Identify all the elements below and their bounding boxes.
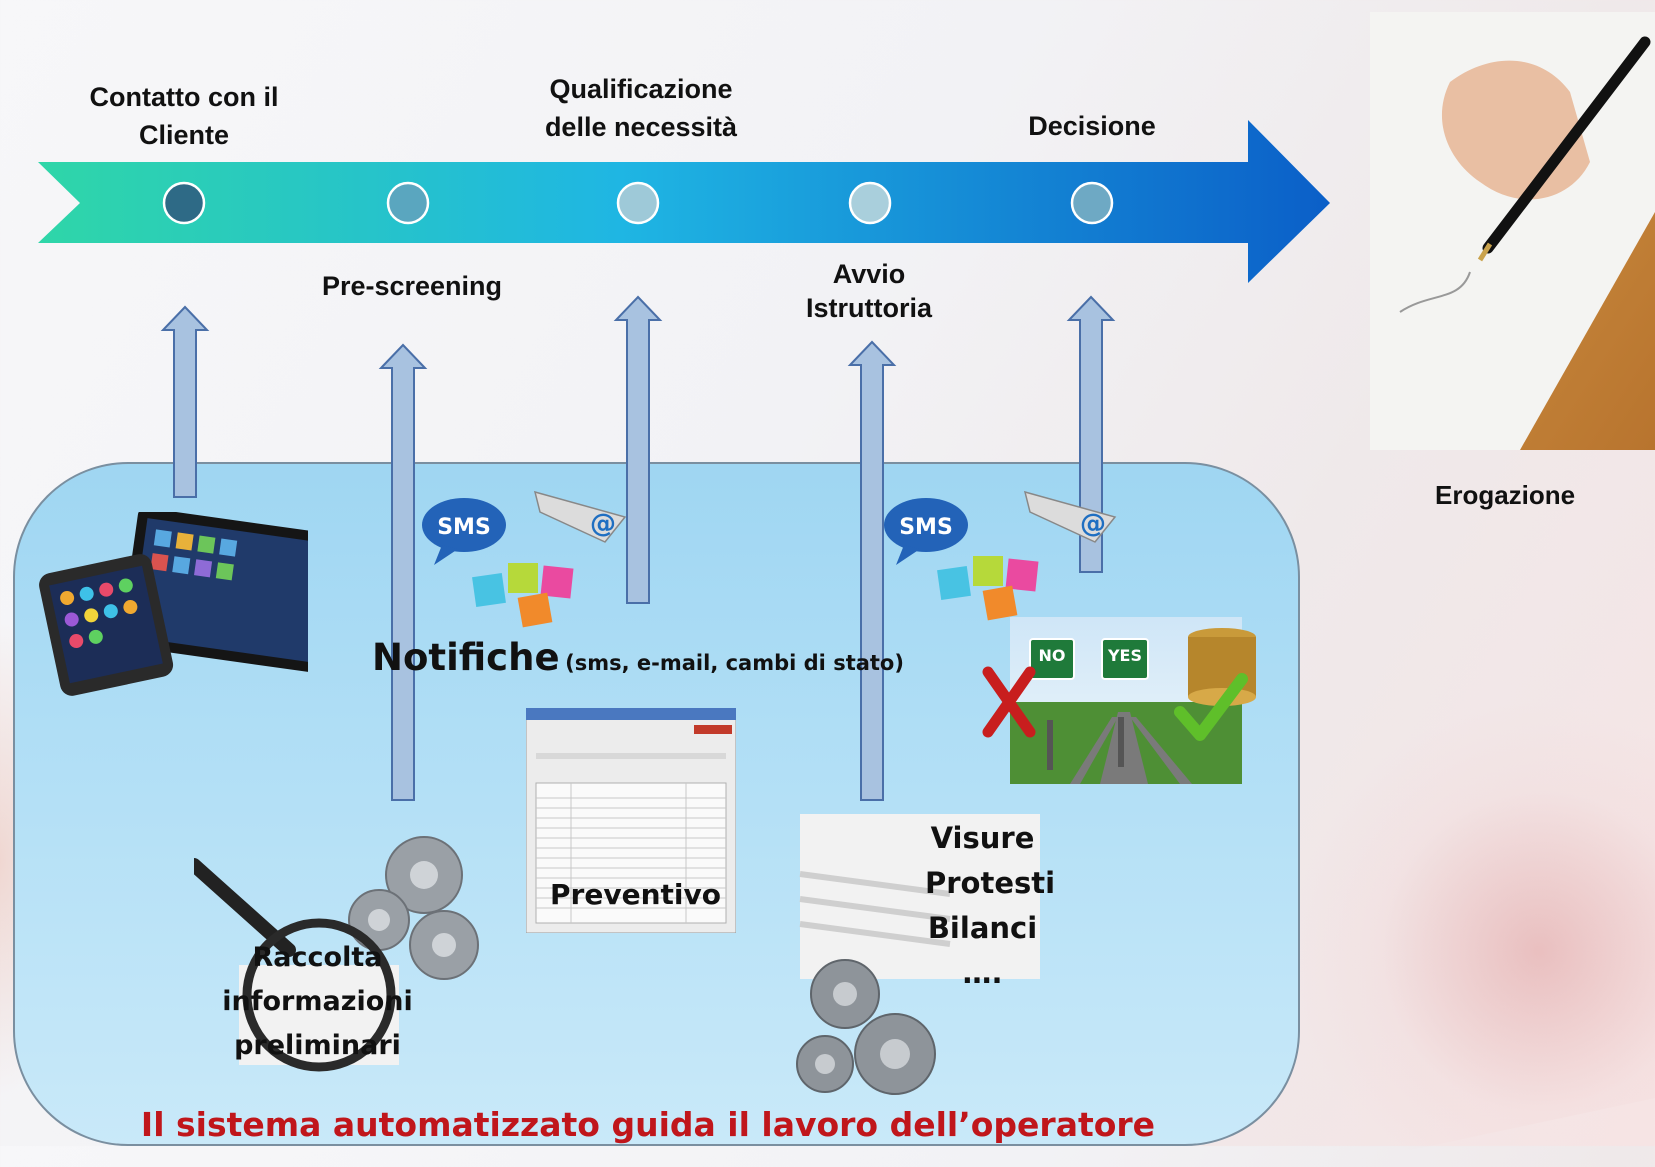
- stage-dot-qualificazione: [616, 181, 660, 225]
- notifications-label: Notifiche (sms, e-mail, cambi di stato): [372, 636, 904, 679]
- mobile-devices-image: [39, 512, 308, 696]
- sign-no: NO: [1039, 646, 1066, 665]
- preventivo-document-image: [526, 708, 736, 933]
- check-protesti: Protesti: [925, 866, 1056, 900]
- up-arrow-contatto: [160, 305, 210, 498]
- check-visure: Visure: [930, 821, 1035, 855]
- check-more: ….: [962, 956, 1003, 990]
- sms-label: SMS: [437, 515, 491, 540]
- stage-label-prescreening: Pre-screening: [321, 271, 503, 301]
- notifications-title: Notifiche: [372, 636, 560, 679]
- svg-text:@: @: [590, 509, 616, 539]
- sign-yes: YES: [1107, 646, 1142, 665]
- sms-bubble-icon: SMS: [420, 495, 508, 565]
- stage-label-erogazione: Erogazione: [1435, 480, 1576, 510]
- footer-caption: Il sistema automatizzato guida il lavoro…: [140, 1105, 1156, 1144]
- green-check-icon: [1174, 673, 1248, 741]
- raccolta-label: Raccolta informazioni preliminari: [222, 942, 413, 1061]
- up-arrow-qualificazione: [613, 295, 663, 604]
- up-arrow-istruttoria: [847, 340, 897, 801]
- signing-photo: [1370, 12, 1655, 450]
- documents-gears-image: [796, 814, 1040, 1095]
- stage-label-contatto: Contatto con il Cliente: [89, 82, 279, 150]
- decision-crossroads-image: NO YES: [982, 617, 1256, 784]
- checks-list: Visure Protesti Bilanci ….: [925, 816, 1056, 996]
- sms-label-2: SMS: [899, 515, 953, 540]
- sticky-notes-icon-2: [937, 556, 1039, 621]
- stage-label-istruttoria: Avvio Istruttoria: [805, 259, 933, 323]
- email-icon: @: [533, 490, 627, 543]
- stage-label-decisione: Decisione: [1028, 111, 1156, 141]
- gears-magnifier-image: [194, 836, 479, 1072]
- preventivo-label: Preventivo: [550, 878, 721, 911]
- notifications-detail: (sms, e-mail, cambi di stato): [565, 651, 904, 675]
- stage-dot-decisione: [1070, 181, 1114, 225]
- email-icon-2: @: [1023, 490, 1117, 543]
- sticky-notes-icon: [472, 563, 574, 628]
- check-bilanci: Bilanci: [927, 911, 1038, 945]
- stage-dot-istruttoria: [848, 181, 892, 225]
- red-x-icon: [982, 666, 1036, 738]
- svg-text:@: @: [1080, 509, 1106, 539]
- stage-dot-prescreening: [386, 181, 430, 225]
- sms-bubble-icon-2: SMS: [882, 495, 970, 565]
- coins-icon: [1188, 628, 1256, 706]
- up-arrow-prescreening: [378, 343, 428, 801]
- stage-dot-contatto: [162, 181, 206, 225]
- process-arrow: [38, 120, 1330, 283]
- background-decoration: [1241, 652, 1655, 1167]
- stage-label-qualificazione: Qualificazione delle necessità: [544, 74, 738, 142]
